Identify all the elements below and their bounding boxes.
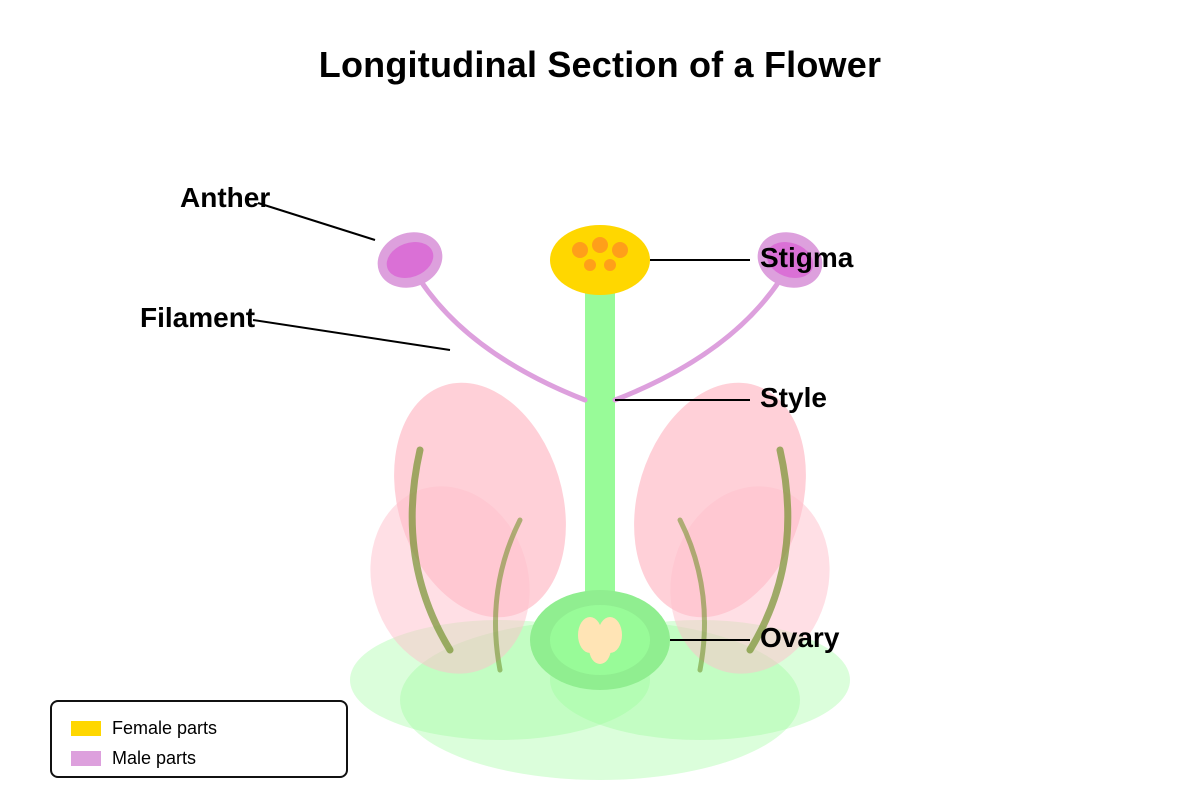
- filament-leader-line: [252, 319, 451, 351]
- stigma-dot: [592, 237, 608, 253]
- legend-swatch-female: [71, 720, 101, 736]
- sepal-vein-right-outer: [746, 446, 792, 654]
- filament-right: [612, 277, 783, 403]
- legend-swatch-male: [71, 750, 101, 766]
- ovule: [589, 632, 611, 664]
- stigma: [550, 225, 650, 295]
- legend-label-female: Female parts: [112, 717, 218, 738]
- label-stigma: Stigma: [760, 242, 854, 273]
- legend-item-female: Female parts: [71, 718, 217, 738]
- stigma-dot: [604, 259, 616, 271]
- anther-right-inner: [766, 242, 814, 278]
- label-ovary: Ovary: [760, 622, 840, 653]
- sepal-vein-right-inner: [677, 517, 707, 673]
- stigma-dot: [612, 242, 628, 258]
- legend-label-male: Male parts: [112, 747, 197, 768]
- style: [585, 285, 615, 615]
- stigma-dot: [572, 242, 588, 258]
- stigma-dot: [584, 259, 596, 271]
- anther-leader-line: [257, 202, 376, 241]
- sepal-vein-left-outer: [408, 446, 454, 654]
- label-anther: Anther: [180, 182, 271, 213]
- sepal-vein-left-inner: [493, 517, 523, 673]
- label-filament: Filament: [140, 302, 256, 333]
- anther-left-inner: [386, 242, 434, 278]
- diagram-title: Longitudinal Section of a Flower: [318, 44, 882, 85]
- legend-item-male: Male parts: [71, 748, 196, 768]
- label-style: Style: [760, 382, 827, 413]
- filament-left: [417, 277, 588, 403]
- legend: Female parts Male parts: [50, 700, 348, 778]
